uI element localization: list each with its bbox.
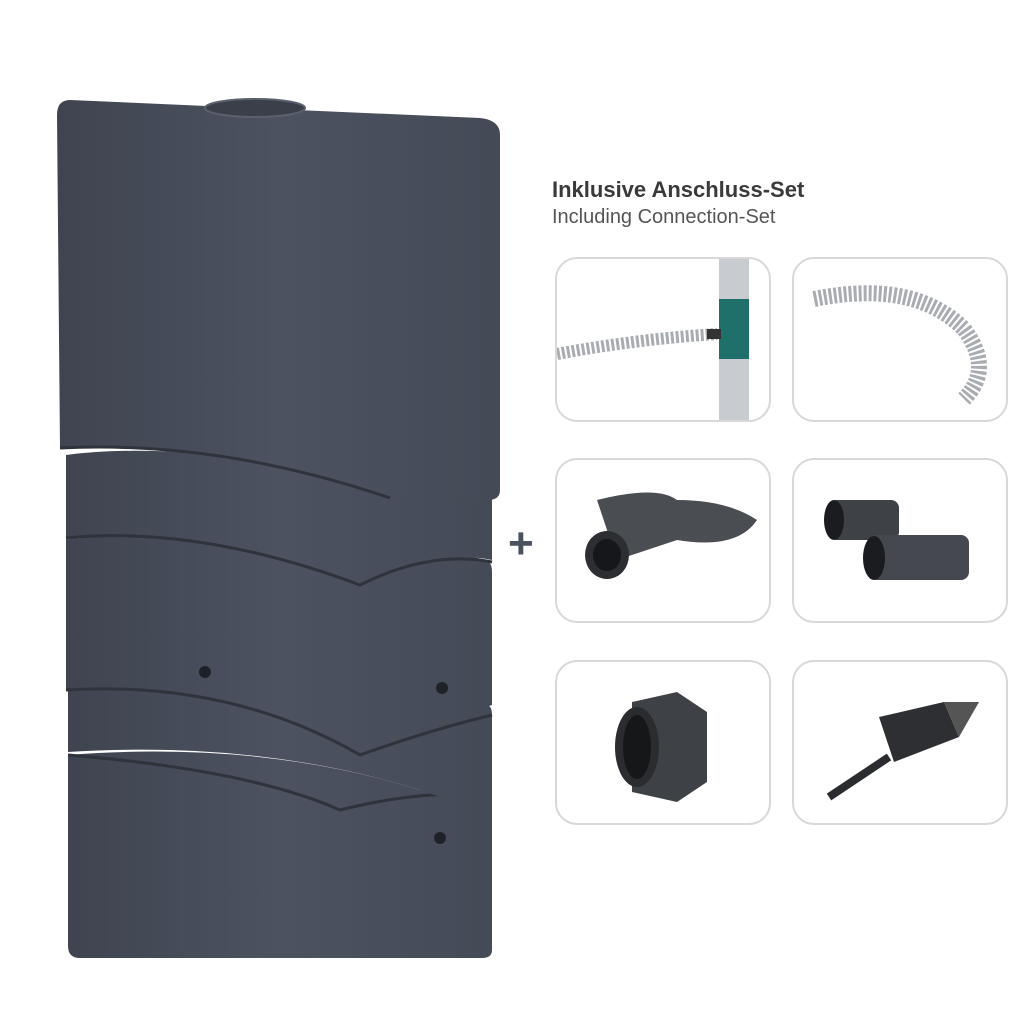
tile-downpipe-filter — [555, 257, 771, 422]
tile-overflow-connector — [555, 458, 771, 623]
pipe-adapters-icon — [824, 500, 969, 580]
heading-english: Including Connection-Set — [552, 206, 776, 228]
flexible-hose-icon — [812, 285, 987, 405]
tile-tank-fitting — [555, 660, 771, 825]
tile-flexible-hose — [792, 257, 1008, 422]
connection-set-heading: Inklusive Anschluss-Set Including Connec… — [552, 176, 804, 230]
downpipe-filter-icon — [557, 259, 749, 420]
rain-tank-image — [57, 98, 500, 958]
heading-german: Inklusive Anschluss-Set — [552, 177, 805, 202]
overflow-connector-icon — [585, 492, 757, 579]
plus-sign: + — [508, 519, 534, 568]
tank-fitting-icon — [615, 692, 707, 802]
hole-saw-icon — [826, 702, 979, 801]
tile-pipe-adapters — [792, 458, 1008, 623]
tile-hole-saw — [792, 660, 1008, 825]
